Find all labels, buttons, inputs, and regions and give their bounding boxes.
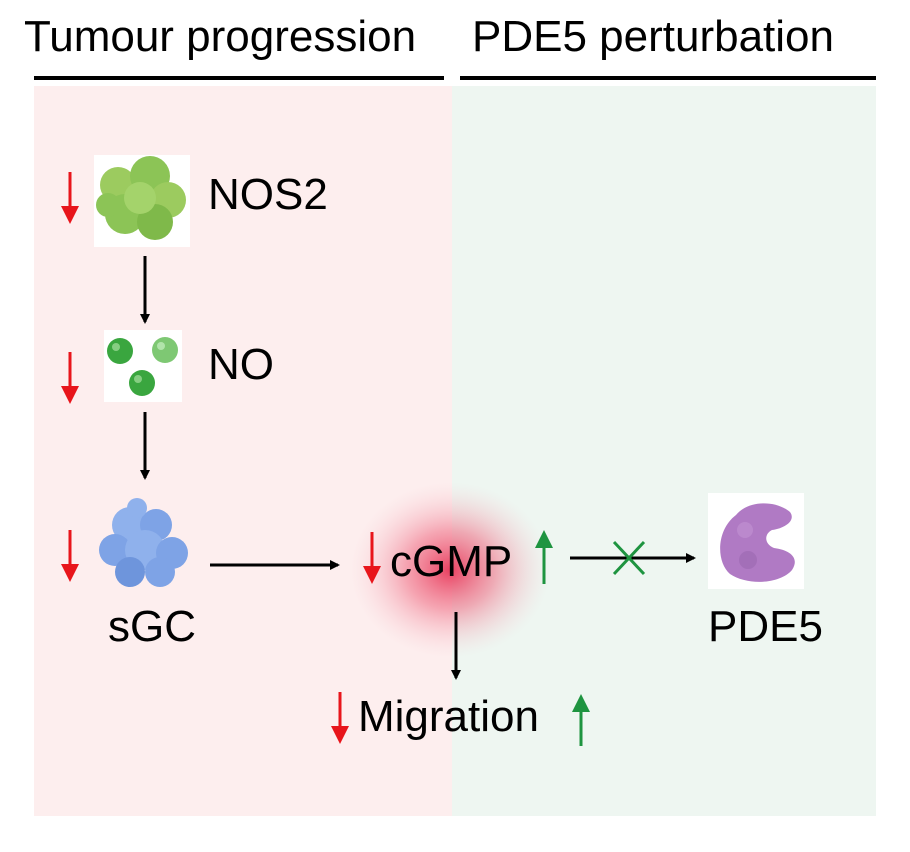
down-arrow-icon: [61, 530, 79, 582]
down-arrow-icon: [331, 692, 349, 744]
sgc-label: sGC: [108, 602, 196, 651]
no-molecules-icon: [104, 330, 182, 402]
pathway-arrows: [140, 256, 696, 680]
no-label: NO: [208, 340, 274, 389]
right-panel-title: PDE5 perturbation: [472, 12, 834, 61]
up-arrow-icon: [535, 530, 553, 584]
down-arrow-icon: [61, 352, 79, 404]
down-arrows: [61, 172, 381, 744]
up-arrow-icon: [572, 694, 590, 746]
pde5-protein-icon: [708, 493, 804, 589]
down-arrow-icon: [61, 172, 79, 224]
down-arrow-icon: [363, 532, 381, 584]
left-title-underline: [34, 76, 444, 80]
left-panel-title: Tumour progression: [24, 12, 417, 61]
up-arrows: [535, 530, 590, 746]
sgc-protein-icon: [99, 498, 188, 587]
inhibition-x-icon: [612, 540, 646, 576]
nos2-label: NOS2: [208, 170, 328, 219]
migration-label: Migration: [358, 692, 539, 741]
pde5-perturbation-panel: [452, 86, 876, 816]
pde5-label: PDE5: [708, 602, 823, 651]
right-title-underline: [460, 76, 876, 80]
nos2-protein-icon: [94, 155, 190, 247]
cgmp-glow: [350, 482, 550, 658]
cgmp-label: cGMP: [390, 537, 513, 586]
